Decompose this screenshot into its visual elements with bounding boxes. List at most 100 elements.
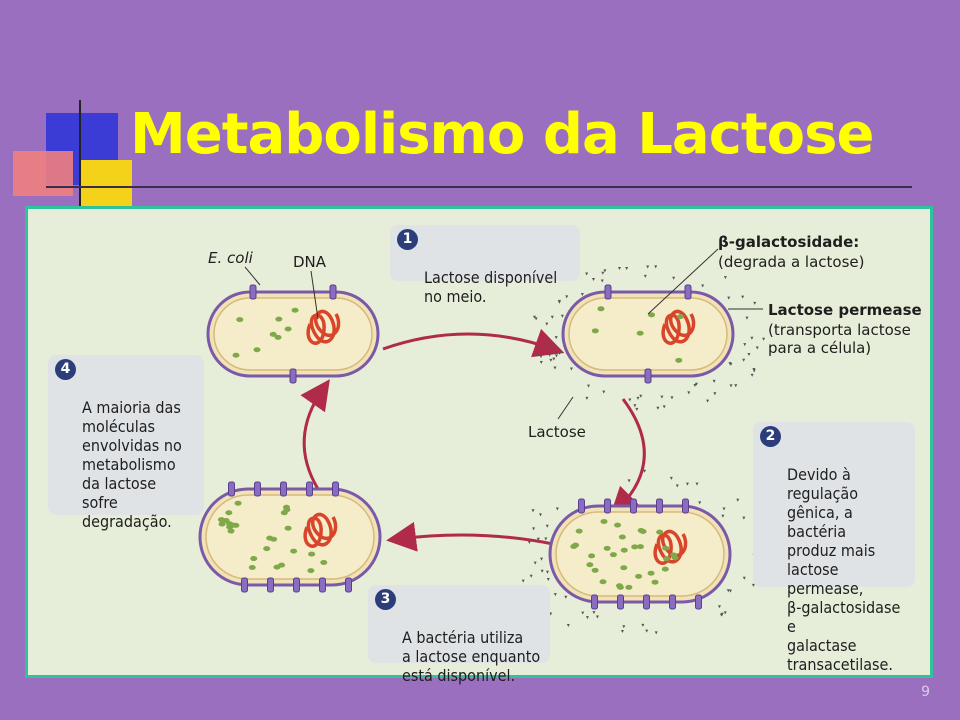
lactose-molecule <box>552 357 556 361</box>
galactosidase-dot <box>225 510 233 516</box>
page-number: 9 <box>921 684 930 700</box>
lactose-molecule <box>580 293 584 297</box>
lactose-molecule <box>544 537 548 541</box>
decor-yellow-square <box>80 160 132 208</box>
permease-protein <box>684 284 692 300</box>
lactose-molecule <box>600 279 604 283</box>
lactose-molecule <box>701 284 705 288</box>
lactose-molecule <box>564 595 568 599</box>
lactose-molecule <box>545 570 549 574</box>
lactose-molecule <box>747 352 751 356</box>
lactose-molecule <box>643 274 647 278</box>
lactose-molecule <box>743 343 747 347</box>
permease-protein <box>682 498 689 514</box>
lac-operon-figure: E. coli DNA β-galactosidade: (degrada a … <box>25 206 933 685</box>
label-permease-name: Lactose permease <box>768 301 922 319</box>
galactosidase-dot <box>631 544 639 550</box>
lactose-molecule <box>557 299 561 303</box>
galactosidase-dot <box>284 326 292 332</box>
step-number-1: 1 <box>397 229 418 250</box>
lactose-molecule <box>546 578 550 582</box>
galactosidase-dot <box>320 559 328 565</box>
lactose-molecule <box>540 557 544 561</box>
galactosidase-dot <box>280 510 288 516</box>
cell-induced <box>521 469 757 635</box>
step-text-4: A maioria das moléculas envolvidas no me… <box>82 398 182 531</box>
galactosidase-dot <box>227 528 235 534</box>
galactosidase-dot <box>675 357 683 363</box>
permease-protein <box>329 284 337 300</box>
galactosidase-dot <box>597 306 605 312</box>
lactose-molecule <box>553 593 557 597</box>
lactose-molecule <box>755 346 759 350</box>
galactosidase-dot <box>222 517 230 523</box>
galactosidase-dot <box>670 552 678 558</box>
permease-protein <box>604 498 611 514</box>
permease-protein <box>306 481 313 497</box>
galactosidase-dot <box>635 573 643 579</box>
step-caption-4: 4 A maioria das moléculas envolvidas no … <box>48 355 204 531</box>
lactose-molecule <box>560 314 564 318</box>
pointer-galactosidase <box>647 248 719 315</box>
galactosidase-dot <box>647 570 655 576</box>
lactose-molecule <box>669 476 673 480</box>
lactose-molecule <box>713 392 717 396</box>
lactose-molecule <box>618 266 622 270</box>
lactose-molecule <box>587 384 591 388</box>
lactose-molecule <box>539 355 543 359</box>
lactose-molecule <box>742 576 746 580</box>
lactose-molecule <box>620 630 624 634</box>
lactose-molecule <box>662 405 666 409</box>
lactose-molecule <box>706 399 710 403</box>
pointer-ecoli <box>244 266 261 286</box>
label-permease-desc: (transporta lactose para a célula) <box>768 321 911 357</box>
lactose-molecule <box>729 362 733 366</box>
permease-protein <box>345 577 352 593</box>
galactosidase-dot <box>661 566 669 572</box>
lactose-molecule <box>544 342 548 346</box>
dna-coil <box>306 309 341 345</box>
lactose-molecule <box>729 384 733 388</box>
step-number-4: 4 <box>55 359 76 380</box>
lactose-molecule <box>527 541 531 545</box>
galactosidase-dot <box>620 547 628 553</box>
lactose-molecule <box>591 277 595 281</box>
galactosidase-dot <box>588 553 596 559</box>
cycle-arrow-left <box>300 379 330 490</box>
galactosidase-dot <box>570 543 578 549</box>
permease-protein <box>254 481 261 497</box>
label-lactose: Lactose <box>528 423 586 441</box>
permease-protein <box>591 594 598 610</box>
galactosidase-dot <box>676 314 684 320</box>
lactose-molecule <box>675 484 679 488</box>
galactosidase-dot <box>269 331 277 337</box>
galactosidase-dot <box>290 548 298 554</box>
galactosidase-dot <box>263 546 271 552</box>
lactose-molecule <box>656 406 660 410</box>
lactose-molecule <box>538 513 542 517</box>
label-galactosidase-desc: (degrada a lactose) <box>718 253 865 271</box>
lactose-molecule <box>639 394 643 398</box>
permease-protein <box>249 284 257 300</box>
lactose-molecule <box>558 351 562 355</box>
lactose-molecule <box>742 358 746 362</box>
lactose-molecule <box>532 527 536 531</box>
lactose-molecule <box>595 615 599 619</box>
lactose-molecule <box>585 616 589 620</box>
step-number-3: 3 <box>375 589 396 610</box>
lactose-molecule <box>539 361 543 365</box>
permease-protein <box>289 368 297 384</box>
lactose-molecule <box>722 507 726 511</box>
lactose-molecule <box>550 345 554 349</box>
cell-cytoplasm <box>555 511 725 597</box>
lactose-molecule <box>565 295 569 299</box>
lactose-molecule <box>602 390 606 394</box>
lactose-molecule <box>687 391 691 395</box>
lactose-molecule <box>654 631 658 635</box>
galactosidase-dot <box>639 528 647 534</box>
cell-degrading <box>198 481 382 593</box>
lactose-molecule <box>717 605 721 609</box>
step-text-2: Devido à regulação gênica, a bactéria pr… <box>787 465 901 674</box>
step-caption-3: 3 A bactéria utiliza a lactose enquanto … <box>368 585 550 685</box>
lactose-molecule <box>753 301 757 305</box>
